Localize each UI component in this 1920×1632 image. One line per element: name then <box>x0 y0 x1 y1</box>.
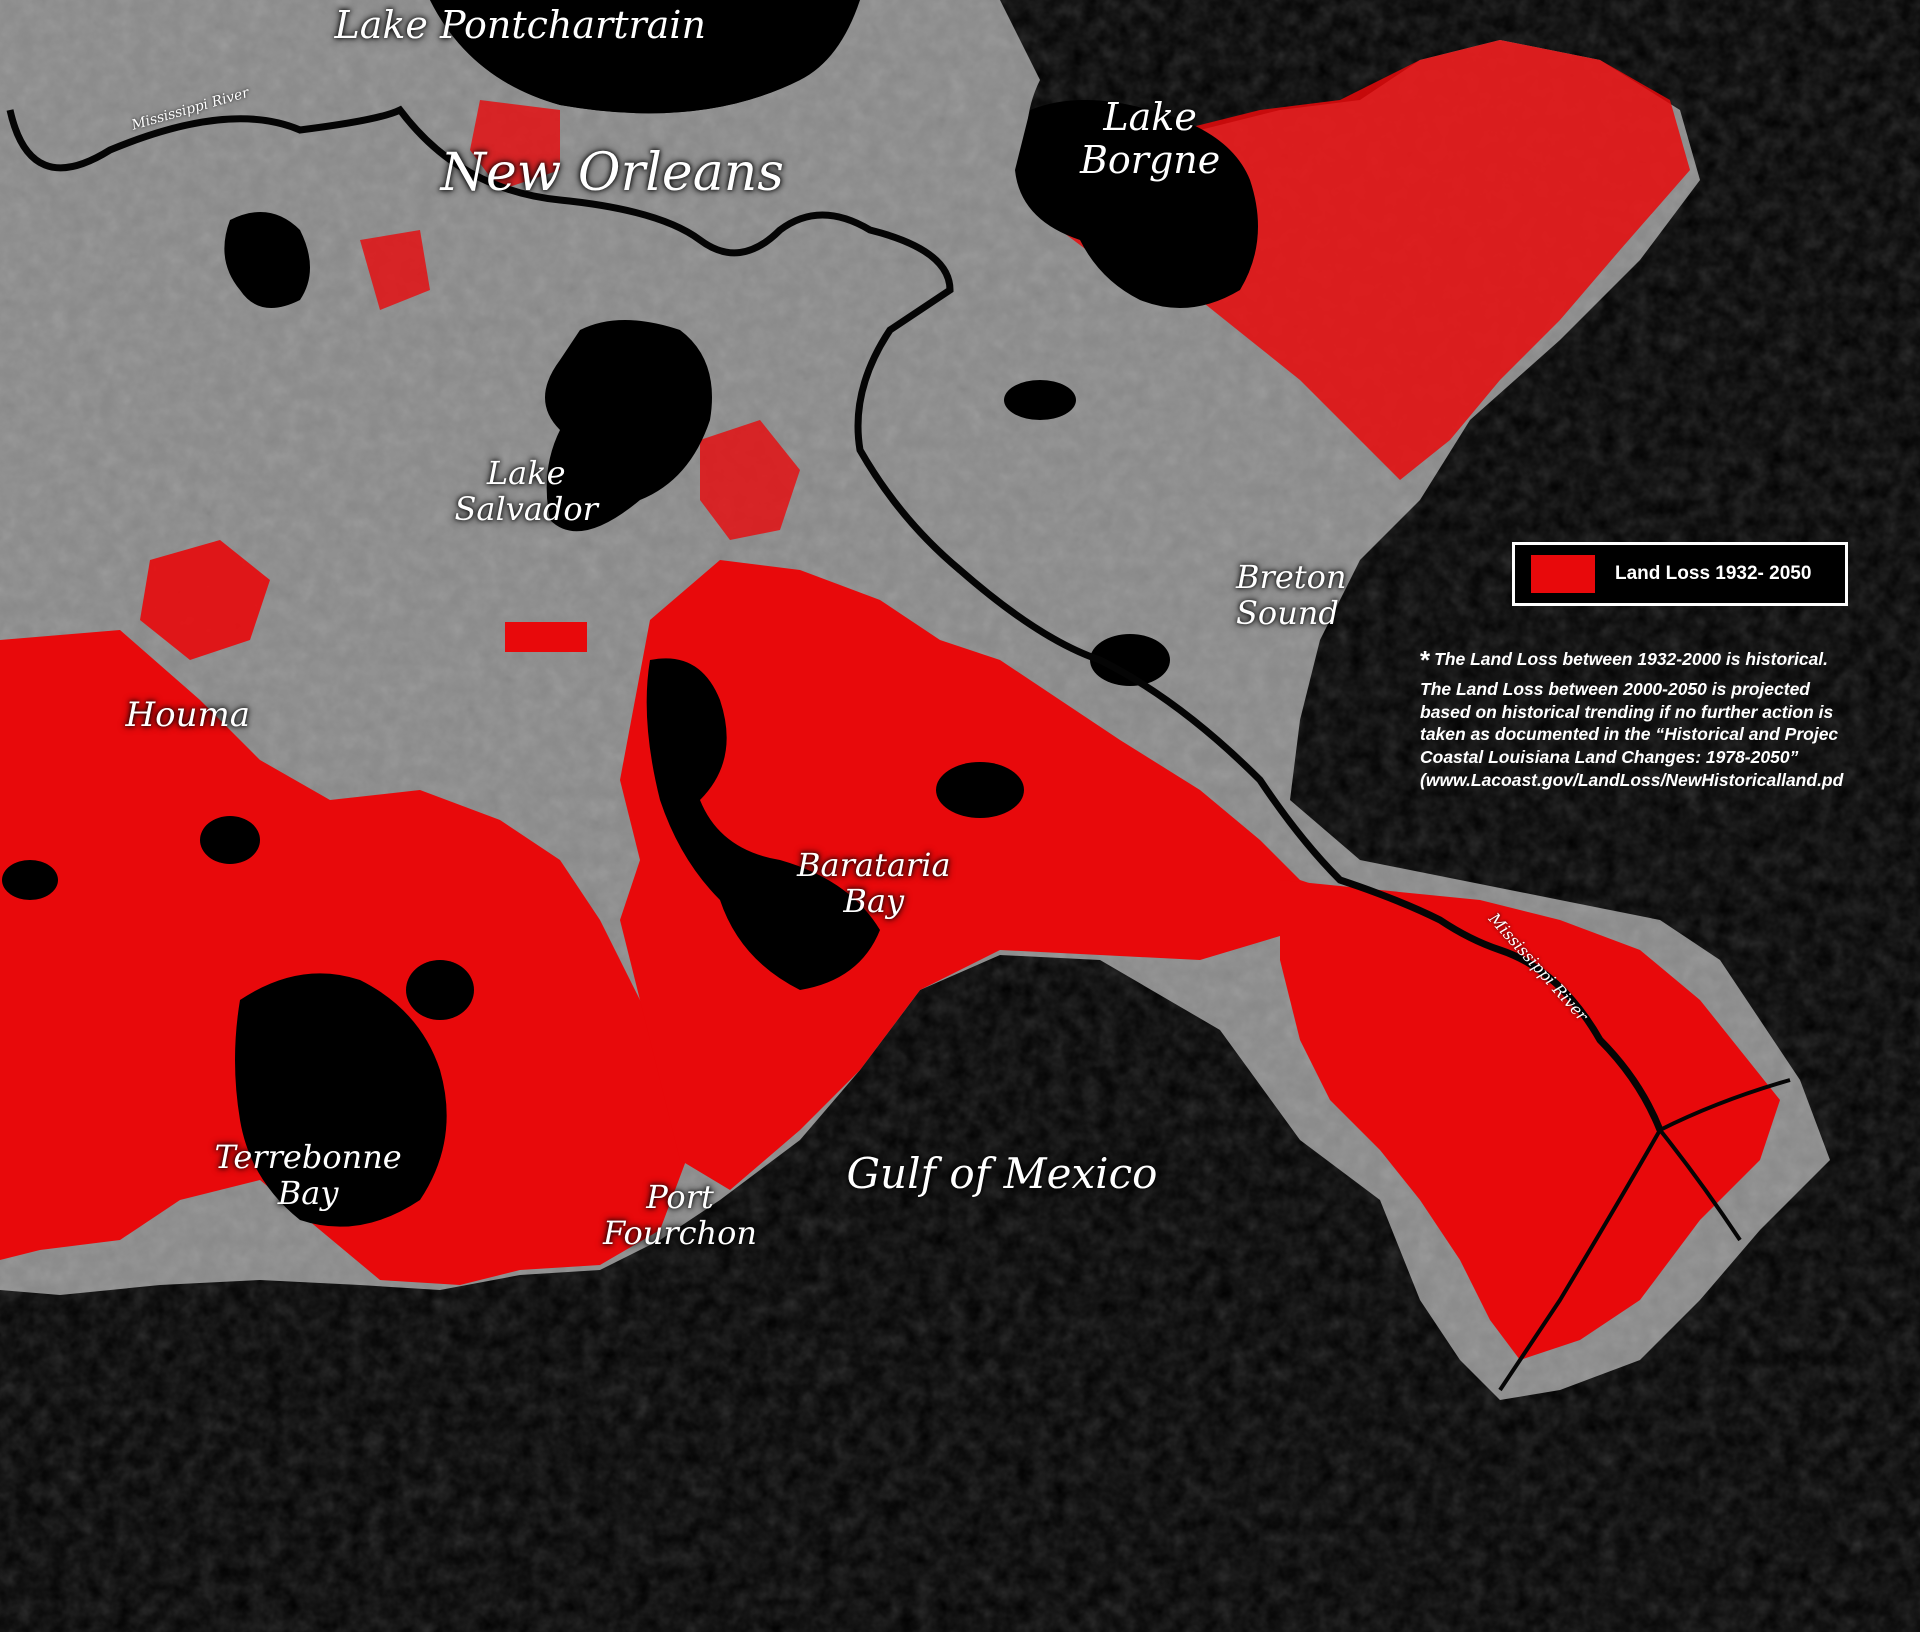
land-loss-area-delta <box>1280 880 1780 1360</box>
label-lake-salvador: Lake Salvador <box>454 454 598 528</box>
label-barataria-bay: Barataria Bay <box>797 846 951 920</box>
pond <box>406 960 474 1020</box>
pond <box>1090 634 1170 686</box>
water-bodies <box>2 0 1258 1227</box>
label-new-orleans: New Orleans <box>440 143 784 203</box>
lake-borgne-water <box>1015 100 1258 308</box>
pond <box>936 762 1024 818</box>
footnote-star: * <box>1420 645 1431 675</box>
land-loss-area-houma <box>140 540 270 660</box>
label-gulf-of-mexico: Gulf of Mexico <box>846 1149 1158 1198</box>
label-houma: Houma <box>125 695 251 735</box>
lake-pontchartrain-water <box>430 0 860 114</box>
lake-cataouatche-water <box>224 212 310 308</box>
label-port-fourchon: Port Fourchon <box>603 1178 758 1252</box>
mississippi-river <box>6 105 1664 1132</box>
pond <box>1004 380 1076 420</box>
land-loss-area-west <box>0 630 690 1285</box>
land-loss-area-north <box>470 100 560 190</box>
label-breton-sound: Breton Sound <box>1236 558 1347 632</box>
terrebonne-water <box>235 973 447 1227</box>
pond <box>200 816 260 864</box>
lake-salvador-water <box>545 320 712 532</box>
label-lake-pontchartrain: Lake Pontchartrain <box>334 3 706 47</box>
pond <box>2 860 58 900</box>
legend-label: Land Loss 1932- 2050 <box>1615 563 1812 584</box>
land-loss-area-barataria <box>620 560 1360 1190</box>
label-terrebonne-bay: Terrebonne Bay <box>214 1138 402 1212</box>
barataria-water <box>646 658 880 990</box>
land-loss-area-nw <box>360 230 430 310</box>
label-lake-borgne: Lake Borgne <box>1080 95 1221 182</box>
footnote-text: The Land Loss between 1932-2000 is histo… <box>1420 649 1844 790</box>
land-loss-patch <box>505 622 587 652</box>
river-distributary <box>1498 1078 1791 1392</box>
footnote: *The Land Loss between 1932-2000 is hist… <box>1420 644 1920 792</box>
legend: Land Loss 1932- 2050 <box>1512 542 1848 606</box>
legend-swatch <box>1531 555 1595 593</box>
land-loss-area-salvador <box>700 420 800 540</box>
